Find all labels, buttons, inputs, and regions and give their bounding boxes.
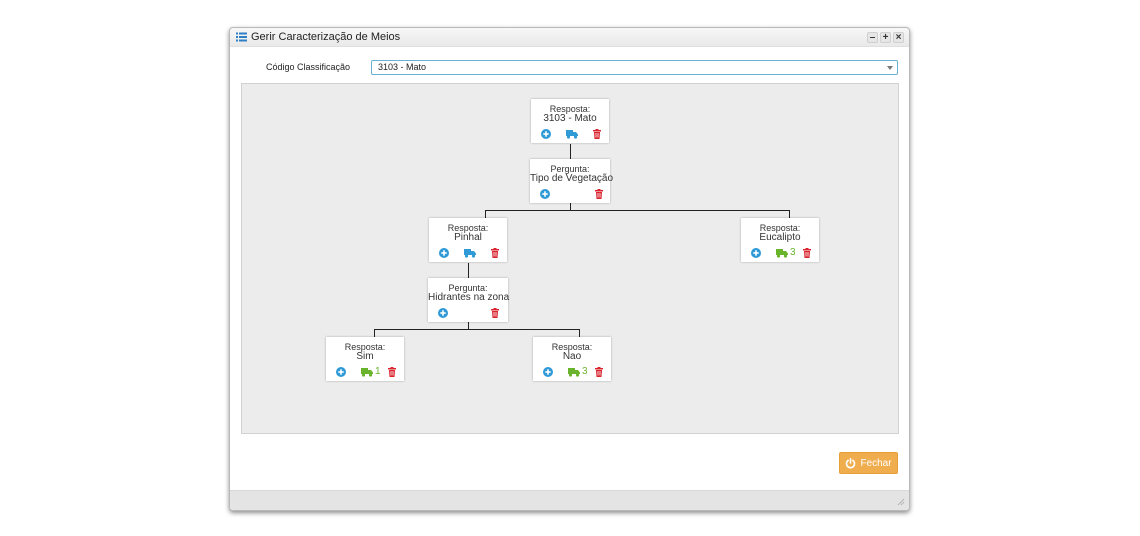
node-value: Sim xyxy=(356,351,374,362)
trash-icon[interactable] xyxy=(490,308,500,318)
close-window-button[interactable]: × xyxy=(893,32,904,43)
connector-line xyxy=(579,329,580,338)
connector-line xyxy=(485,210,486,219)
classification-code-select[interactable]: 3103 - Mato xyxy=(371,60,898,75)
plus-circle-icon[interactable] xyxy=(751,248,761,258)
truck-icon[interactable] xyxy=(464,248,476,258)
tree-node-answer[interactable]: Resposta: 3103 - Mato xyxy=(531,99,609,143)
tree-panel: Resposta: 3103 - Mato Pergunta: Tipo de … xyxy=(241,83,899,434)
vehicle-count: 3 xyxy=(790,247,796,258)
plus-circle-icon[interactable] xyxy=(336,367,346,377)
node-type-label: Resposta: xyxy=(551,342,593,352)
truck-icon[interactable]: 3 xyxy=(568,367,588,377)
connector-line xyxy=(468,322,469,329)
tree-node-answer[interactable]: Resposta: Sim 1 xyxy=(326,337,404,381)
tree-node-question[interactable]: Pergunta: Hidrantes na zona xyxy=(428,278,510,322)
trash-icon[interactable] xyxy=(387,367,397,377)
tree-node-question[interactable]: Pergunta: Tipo de Vegetação xyxy=(530,159,614,203)
trash-icon[interactable] xyxy=(594,189,604,199)
close-button-label: Fechar xyxy=(860,457,892,469)
tree-node-answer[interactable]: Resposta: Eucalipto 3 xyxy=(741,218,819,262)
connector-line xyxy=(468,263,469,279)
vehicle-count: 3 xyxy=(582,366,588,377)
node-value: Eucalipto xyxy=(759,232,801,243)
vehicle-count: 1 xyxy=(375,366,381,377)
node-value: Nao xyxy=(562,351,582,362)
node-type-label: Resposta: xyxy=(447,223,489,233)
node-type-label: Resposta: xyxy=(549,104,591,114)
window-title: Gerir Caracterização de Meios xyxy=(251,31,401,43)
truck-icon[interactable] xyxy=(566,129,578,139)
dialog-window: Gerir Caracterização de Meios – + × Códi… xyxy=(229,27,910,511)
connector-line xyxy=(570,203,571,210)
connector-line xyxy=(374,329,375,338)
plus-circle-icon[interactable] xyxy=(439,248,449,258)
trash-icon[interactable] xyxy=(490,248,500,258)
plus-circle-icon[interactable] xyxy=(543,367,553,377)
node-type-label: Pergunta: xyxy=(550,164,590,174)
chevron-down-icon xyxy=(887,66,893,70)
connector-line xyxy=(485,210,790,211)
close-button[interactable]: Fechar xyxy=(839,452,898,474)
node-type-label: Pergunta: xyxy=(448,283,488,293)
status-bar xyxy=(230,490,909,510)
truck-icon[interactable]: 1 xyxy=(361,367,381,377)
resize-handle-icon[interactable] xyxy=(897,498,905,506)
power-icon xyxy=(846,457,856,468)
connector-line xyxy=(570,144,571,160)
connector-line xyxy=(374,329,580,330)
minimize-button[interactable]: – xyxy=(867,32,878,43)
title-bar[interactable]: Gerir Caracterização de Meios – + × xyxy=(230,28,909,47)
trash-icon[interactable] xyxy=(802,248,812,258)
node-type-label: Resposta: xyxy=(344,342,386,352)
node-type-label: Resposta: xyxy=(759,223,801,233)
node-value: Tipo de Vegetação xyxy=(530,173,614,184)
node-value: Pinhal xyxy=(454,232,482,243)
tree-node-answer[interactable]: Resposta: Pinhal xyxy=(429,218,507,262)
trash-icon[interactable] xyxy=(592,129,602,139)
list-icon xyxy=(236,32,247,42)
select-value: 3103 - Mato xyxy=(378,62,427,72)
trash-icon[interactable] xyxy=(594,367,604,377)
tree-node-answer[interactable]: Resposta: Nao 3 xyxy=(533,337,611,381)
node-value: Hidrantes na zona xyxy=(428,292,510,303)
truck-icon[interactable]: 3 xyxy=(776,248,796,258)
plus-circle-icon[interactable] xyxy=(541,129,551,139)
maximize-button[interactable]: + xyxy=(880,32,891,43)
plus-circle-icon[interactable] xyxy=(540,189,550,199)
classification-code-label: Código Classificação xyxy=(266,62,351,72)
node-value: 3103 - Mato xyxy=(543,113,597,124)
plus-circle-icon[interactable] xyxy=(438,308,448,318)
connector-line xyxy=(789,210,790,219)
